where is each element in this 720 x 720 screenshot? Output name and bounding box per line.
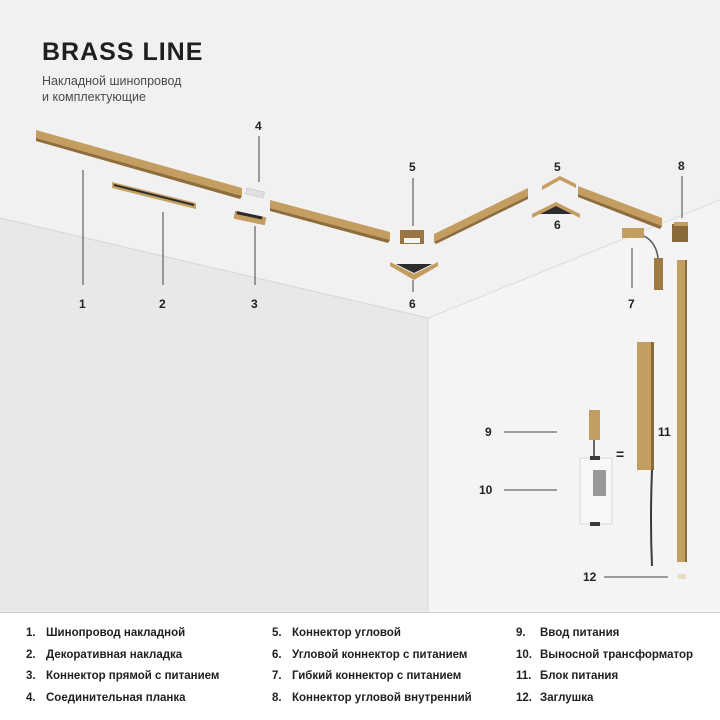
power-block-11 (637, 342, 654, 470)
corner-connector-5b (542, 176, 576, 190)
callout-9: 9 (485, 425, 492, 439)
legend-number: 3. (26, 670, 36, 683)
flexible-connector-7 (622, 228, 644, 238)
callout-1: 1 (79, 297, 86, 311)
page-subtitle: Накладной шинопровод и комплектующие (42, 73, 181, 105)
remote-transformer-10-cap-bottom (590, 522, 600, 526)
legend-number: 1. (26, 627, 36, 639)
legend-column-3: 9. Ввод питания 10. Выносной трансформатор… (516, 627, 693, 713)
callout-7: 7 (628, 297, 635, 311)
callout-6b: 6 (554, 218, 561, 232)
legend-label: Шинопровод накладной (46, 627, 186, 639)
equals-sign: = (616, 446, 625, 462)
legend-number: 5. (272, 627, 282, 639)
legend-item-12: 12. Заглушка (516, 692, 693, 714)
legend-number: 6. (272, 648, 282, 661)
callout-5b: 5 (554, 160, 561, 174)
legend-item-7: 7. Гибкий коннектор с питанием (272, 670, 472, 692)
callout-12: 12 (583, 570, 597, 584)
corner-connector-5a-plate (404, 238, 420, 243)
end-cap-12 (678, 574, 686, 579)
remote-transformer-10-cap-top (590, 456, 600, 460)
callout-8: 8 (678, 159, 685, 173)
legend-number: 8. (272, 691, 282, 704)
surface-track-segment-3 (434, 188, 528, 242)
legend-item-8: 8. Коннектор угловой внутренний (272, 692, 472, 714)
inner-corner-connector-8 (672, 224, 688, 242)
surface-track-segment-3-face (434, 196, 528, 244)
ceiling (0, 0, 720, 318)
legend-number: 9. (516, 627, 526, 639)
legend-label: Угловой коннектор с питанием (292, 648, 468, 661)
joint-plate-4 (245, 187, 265, 199)
corner-power-connector-6b (532, 202, 580, 218)
surface-track-segment-4 (578, 186, 662, 226)
corner-power-connector-6a-inner (396, 264, 432, 273)
straight-connector-3-slot (236, 211, 263, 220)
surface-track-segment-4-face (578, 194, 662, 229)
power-input-9 (589, 410, 600, 440)
legend-item-1: 1. Шинопровод накладной (26, 627, 219, 649)
legend-item-2: 2. Декоративная накладка (26, 649, 219, 671)
surface-track-1-face (36, 138, 242, 199)
callout-3: 3 (251, 297, 258, 311)
subtitle-line-2: и комплектующие (42, 90, 146, 104)
callout-leaders (82, 136, 683, 578)
legend-label: Гибкий коннектор с питанием (292, 670, 462, 683)
legend-label: Коннектор прямой с питанием (46, 670, 220, 683)
room-scene (0, 0, 720, 612)
callout-6a: 6 (409, 297, 416, 311)
legend-label: Коннектор угловой внутренний (292, 691, 472, 704)
legend-item-4: 4. Соединительная планка (26, 692, 219, 714)
legend-label: Блок питания (540, 670, 619, 683)
callout-4: 4 (255, 119, 262, 133)
callout-11: 11 (658, 425, 671, 439)
callout-10: 10 (479, 483, 493, 497)
vertical-track (677, 260, 687, 562)
remote-transformer-10-vent (593, 470, 606, 496)
legend-number: 12. (516, 691, 532, 704)
callout-2: 2 (159, 297, 166, 311)
legend-item-10: 10. Выносной трансформатор (516, 649, 693, 671)
decorative-cover-2-stripe (114, 184, 194, 206)
legend-label: Коннектор угловой (292, 627, 401, 639)
surface-track-1 (36, 130, 242, 196)
subtitle-line-1: Накладной шинопровод (42, 74, 182, 88)
corner-power-connector-6a (390, 262, 438, 280)
legend-label: Соединительная планка (46, 691, 186, 704)
ceiling-edge-right (427, 199, 720, 319)
legend-number: 4. (26, 691, 36, 704)
legend-number: 7. (272, 670, 282, 683)
legend-label: Заглушка (540, 691, 594, 704)
legend-item-5: 5. Коннектор угловой (272, 627, 472, 649)
inner-corner-connector-8-top (674, 222, 688, 226)
legend-label: Выносной трансформатор (540, 648, 694, 661)
legend-label: Ввод питания (540, 627, 620, 639)
callout-5a: 5 (409, 160, 416, 174)
left-wall (0, 218, 428, 612)
power-block-11-side (651, 342, 654, 470)
flexible-connector-7-box (654, 258, 663, 290)
legend: 1. Шинопровод накладной 2. Декоративная на… (0, 612, 720, 720)
legend-item-11: 11. Блок питания (516, 670, 693, 692)
legend-number: 11. (516, 670, 532, 683)
power-block-11-cable (650, 469, 653, 567)
ceiling-edge-left (0, 217, 429, 319)
vertical-track-shadow (685, 260, 687, 562)
surface-track-segment-2-face (270, 208, 390, 243)
legend-label: Декоративная накладка (46, 648, 183, 661)
page-title: BRASS LINE (42, 38, 204, 66)
right-wall (428, 200, 720, 612)
surface-track-segment-2 (270, 200, 390, 240)
corner-power-connector-6b-inner (540, 206, 572, 214)
legend-column-2: 5. Коннектор угловой 6. Угловой коннектор … (272, 627, 472, 713)
legend-item-6: 6. Угловой коннектор с питанием (272, 649, 472, 671)
flexible-connector-7-cable (643, 235, 659, 259)
legend-number: 2. (26, 648, 36, 661)
legend-item-9: 9. Ввод питания (516, 627, 693, 649)
legend-column-1: 1. Шинопровод накладной 2. Декоративная на… (26, 627, 219, 713)
legend-item-3: 3. Коннектор прямой с питанием (26, 670, 219, 692)
legend-number: 10. (516, 648, 532, 661)
